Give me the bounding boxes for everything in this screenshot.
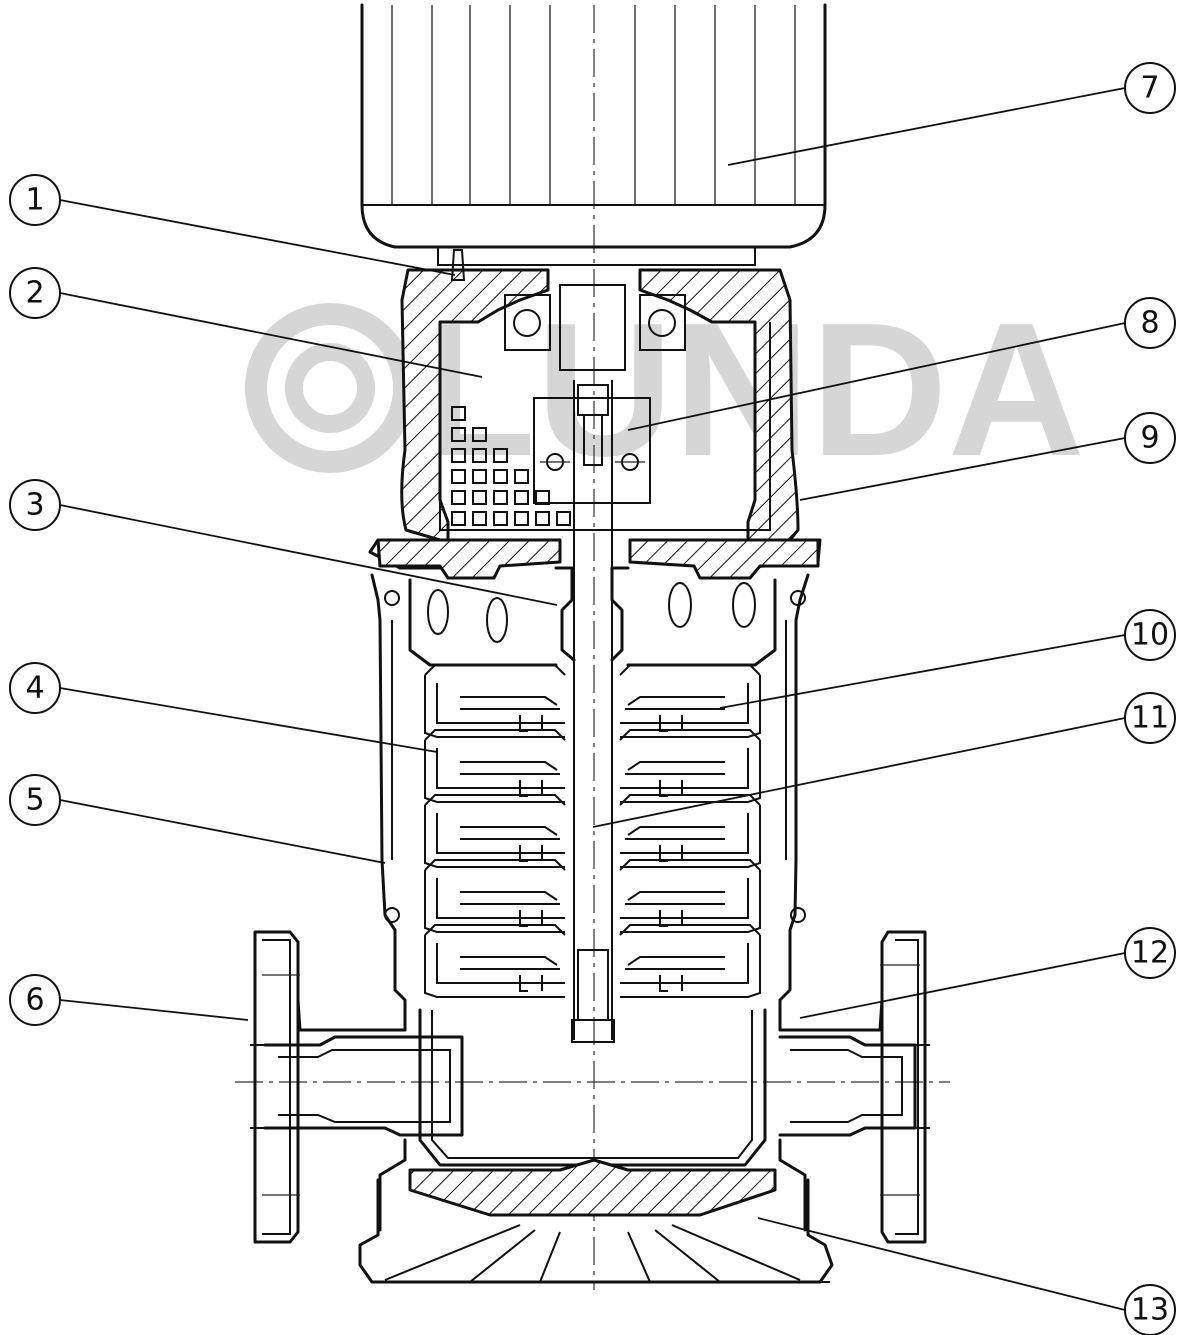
callout-12-label: 12	[1131, 936, 1169, 971]
top-chamber	[408, 578, 777, 667]
callout-11: 11	[1124, 692, 1176, 744]
window-square	[535, 490, 550, 505]
callout-1: 1	[9, 174, 61, 226]
callout-12: 12	[1124, 927, 1176, 979]
window-square	[451, 406, 466, 421]
callout-2: 2	[9, 267, 61, 319]
window-square	[472, 490, 487, 505]
motor	[360, 3, 827, 266]
mechanical-seal	[554, 566, 630, 662]
callout-11-label: 11	[1131, 701, 1169, 736]
callout-1-label: 1	[25, 183, 44, 218]
callout-2-label: 2	[25, 276, 44, 311]
window-square	[451, 490, 466, 505]
window-square	[535, 511, 550, 526]
pump-stage	[619, 794, 761, 868]
pump-stage	[619, 664, 761, 738]
pump-stage	[424, 794, 566, 868]
callout-7: 7	[1124, 62, 1176, 114]
window-square	[472, 511, 487, 526]
callout-10-label: 10	[1131, 618, 1169, 653]
pump-stage	[424, 664, 566, 738]
callout-6: 6	[9, 974, 61, 1026]
callout-13: 13	[1124, 1284, 1176, 1335]
callout-5-label: 5	[25, 783, 44, 818]
window-square	[451, 469, 466, 484]
leader-lines	[59, 87, 1126, 1311]
callout-10: 10	[1124, 609, 1176, 661]
pump-stage	[424, 924, 566, 998]
callout-9-label: 9	[1140, 421, 1159, 456]
window-square	[451, 511, 466, 526]
window-square	[514, 511, 529, 526]
window-square	[472, 448, 487, 463]
window-square	[451, 427, 466, 442]
callout-8-label: 8	[1140, 306, 1159, 341]
window-square	[556, 511, 571, 526]
pump-stage	[424, 729, 566, 803]
callout-4-label: 4	[25, 671, 44, 706]
callout-4: 4	[9, 662, 61, 714]
window-square	[451, 448, 466, 463]
outer-sleeve	[370, 573, 810, 1032]
callout-13-label: 13	[1131, 1293, 1169, 1328]
callout-8: 8	[1124, 297, 1176, 349]
base	[358, 1158, 834, 1284]
stage-stack	[424, 664, 761, 998]
shaft-and-coupling	[533, 284, 651, 1043]
callout-6-label: 6	[25, 983, 44, 1018]
callout-9: 9	[1124, 412, 1176, 464]
right-flange	[880, 930, 930, 1244]
callout-3-label: 3	[25, 488, 44, 523]
window-square	[493, 448, 508, 463]
pump-stage	[619, 924, 761, 998]
window-square	[493, 511, 508, 526]
window-square	[514, 490, 529, 505]
pump-stage	[424, 859, 566, 933]
window-square	[493, 490, 508, 505]
watermark: LUNDA	[245, 284, 1085, 496]
window-square	[514, 469, 529, 484]
motor-stool	[368, 249, 822, 580]
pump-stage	[619, 729, 761, 803]
window-square	[493, 469, 508, 484]
window-square	[472, 427, 487, 442]
stool-window-pattern	[451, 406, 571, 526]
callout-5: 5	[9, 774, 61, 826]
left-flange	[250, 930, 300, 1244]
pump-stage	[619, 859, 761, 933]
window-square	[472, 469, 487, 484]
callout-7-label: 7	[1140, 71, 1159, 106]
callout-3: 3	[9, 479, 61, 531]
